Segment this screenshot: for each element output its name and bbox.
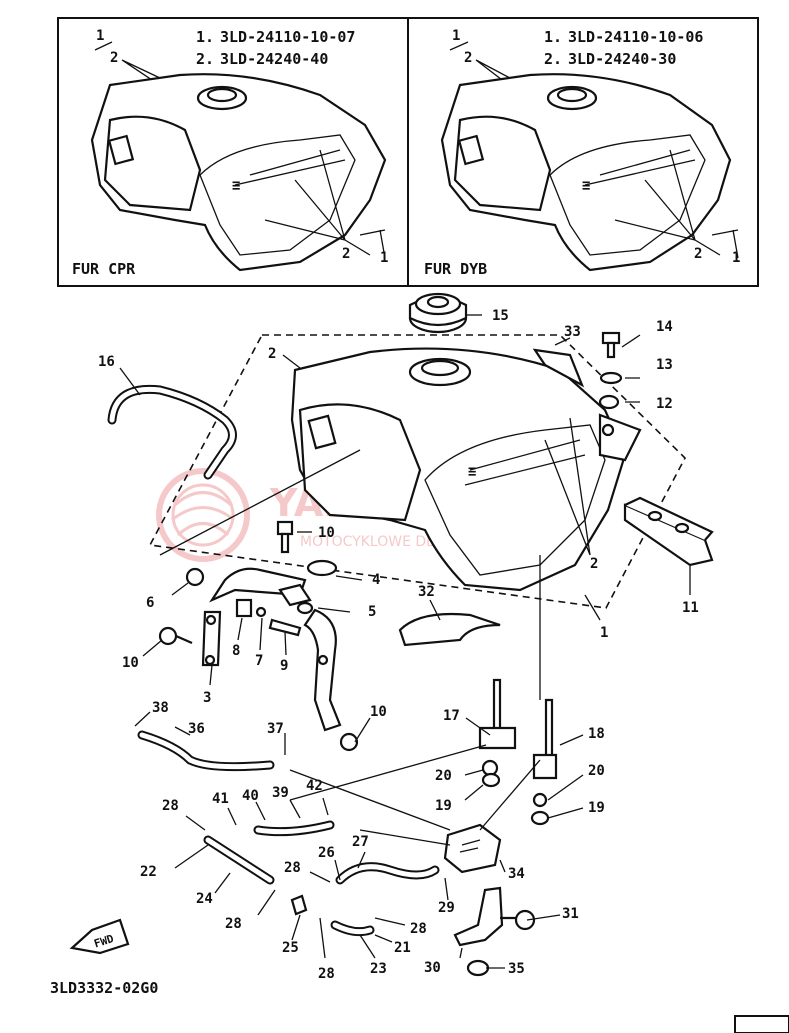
inset-left-callout-2: 2 — [110, 50, 118, 66]
washer-part-13 — [599, 371, 623, 385]
callout-19-left: 19 — [435, 798, 452, 814]
inset-right-part2-code: 3LD-24240-30 — [568, 50, 676, 68]
callout-13: 13 — [656, 357, 673, 373]
callout-24: 24 — [196, 891, 213, 907]
inset-left-callout-1: 1 — [96, 28, 104, 44]
cover-part-32 — [398, 612, 501, 647]
inset-right-callout-2: 2 — [464, 50, 472, 66]
callout-30: 30 — [424, 960, 441, 976]
callout-14: 14 — [656, 319, 673, 335]
callout-20-left: 20 — [435, 768, 452, 784]
inset-left-part2-no: 2. — [196, 50, 214, 68]
callout-32: 32 — [418, 584, 435, 600]
callout-11: 11 — [682, 600, 699, 616]
callout-29: 29 — [438, 900, 455, 916]
callout-4: 4 — [372, 572, 380, 588]
fuel-pump-part-34 — [443, 823, 502, 874]
callout-9: 9 — [280, 658, 288, 674]
inset-left-tank: ≡ 2 1 — [90, 73, 388, 272]
callout-7: 7 — [255, 653, 263, 669]
callout-38: 38 — [152, 700, 169, 716]
main-fuel-tank: ≡ — [148, 334, 686, 609]
callout-31: 31 — [562, 906, 579, 922]
inset-left-part1-no: 1. — [196, 28, 214, 46]
callout-12: 12 — [656, 396, 673, 412]
inset-left-callout-2b: 2 — [342, 246, 350, 262]
inset-right-variant: FUR DYB — [424, 260, 487, 278]
bolt-part-31 — [500, 909, 536, 931]
callout-15: 15 — [492, 308, 509, 324]
callout-25: 25 — [282, 940, 299, 956]
callout-17: 17 — [443, 708, 460, 724]
callout-40: 40 — [242, 788, 259, 804]
damper-part-12 — [598, 394, 620, 410]
inset-box-right: 1. 3LD-24110-10-06 2. 3LD-24240-30 FUR D… — [407, 17, 759, 287]
callout-28-b: 28 — [284, 860, 301, 876]
callout-10-upper: 10 — [318, 525, 335, 541]
callout-33: 33 — [564, 324, 581, 340]
callout-36: 36 — [188, 721, 205, 737]
bracket-part-11 — [623, 496, 714, 567]
svg-text:≡: ≡ — [232, 178, 240, 194]
callout-41: 41 — [212, 791, 229, 807]
inset-right-callout-2b: 2 — [694, 246, 702, 262]
callout-37: 37 — [267, 721, 284, 737]
fwd-label: FWD — [92, 932, 115, 951]
callout-6: 6 — [146, 595, 154, 611]
callout-28-c: 28 — [225, 916, 242, 932]
inset-right-part2-no: 2. — [544, 50, 562, 68]
callout-34: 34 — [508, 866, 525, 882]
bolt-part-14 — [601, 331, 621, 359]
inset-left-part1-code: 3LD-24110-10-07 — [220, 28, 355, 46]
callout-2-tank: 2 — [268, 346, 276, 362]
inset-box-left: 1. 3LD-24110-10-07 2. 3LD-24240-40 FUR C… — [57, 17, 409, 287]
callout-numbers: 1 2 2 3 4 5 6 7 8 9 10 10 10 11 12 13 14… — [98, 308, 699, 982]
callout-18: 18 — [588, 726, 605, 742]
callout-23: 23 — [370, 961, 387, 977]
inset-right-part1-code: 3LD-24110-10-06 — [568, 28, 703, 46]
emblem-part-33 — [532, 348, 585, 388]
inset-left-callout-1b: 1 — [380, 250, 388, 266]
pump-bracket-part-30 — [453, 886, 504, 947]
inset-left-part2-code: 3LD-24240-40 — [220, 50, 328, 68]
inset-right-callout-1b: 1 — [732, 250, 740, 266]
callout-39: 39 — [272, 785, 289, 801]
callout-16: 16 — [98, 354, 115, 370]
diagram-code: 3LD3332-02G0 — [50, 979, 158, 997]
fuel-cap-part-15 — [408, 292, 468, 334]
fuel-cocks — [478, 678, 558, 826]
joint-part-25 — [290, 894, 308, 916]
callout-1: 1 — [600, 625, 608, 641]
callout-10-left: 10 — [122, 655, 139, 671]
callout-22: 22 — [140, 864, 157, 880]
inset-right-tank: ≡ 2 1 — [440, 73, 740, 272]
callout-42: 42 — [306, 778, 323, 794]
callout-19-right: 19 — [588, 800, 605, 816]
inset-right-callout-1: 1 — [452, 28, 460, 44]
fwd-arrow: FWD — [69, 918, 130, 955]
inset-right-part1-no: 1. — [544, 28, 562, 46]
svg-text:≡: ≡ — [468, 464, 476, 480]
callout-2-emblem: 2 — [590, 556, 598, 572]
callout-8: 8 — [232, 643, 240, 659]
svg-text:≡: ≡ — [582, 178, 590, 194]
callout-10-lower: 10 — [370, 704, 387, 720]
callout-27: 27 — [352, 834, 369, 850]
callout-28-e: 28 — [410, 921, 427, 937]
callout-28-a: 28 — [162, 798, 179, 814]
callout-26: 26 — [318, 845, 335, 861]
callout-leaders — [119, 314, 691, 969]
callout-35: 35 — [508, 961, 525, 977]
callout-28-d: 28 — [318, 966, 335, 982]
callout-20-right: 20 — [588, 763, 605, 779]
callout-21: 21 — [394, 940, 411, 956]
inset-left-variant: FUR CPR — [72, 260, 136, 278]
callout-5: 5 — [368, 604, 376, 620]
callout-3: 3 — [203, 690, 211, 706]
page-corner-box — [734, 1015, 789, 1033]
bolt-part-35 — [466, 959, 490, 977]
mount-bracket-assembly — [158, 520, 359, 752]
